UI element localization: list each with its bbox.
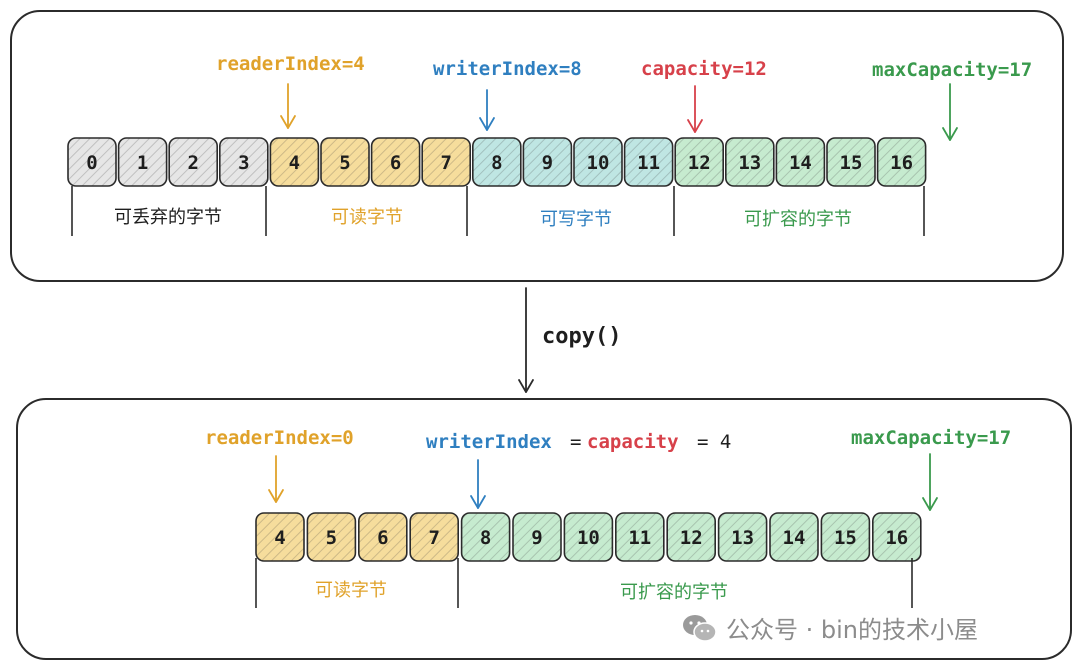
top-cell-2 — [168, 137, 218, 187]
bottom-cell-8 — [460, 512, 511, 562]
top-cell-label-11: 11 — [637, 152, 660, 174]
top-cell-8 — [471, 137, 522, 187]
bottom-capacity-label: capacity — [587, 431, 679, 453]
top-cell-14 — [775, 137, 826, 187]
top-cell-label-5: 5 — [339, 152, 350, 174]
bottom-cell-label-11: 11 — [628, 527, 651, 549]
top-cell-10 — [573, 137, 623, 187]
top-cell-label-6: 6 — [390, 152, 401, 174]
top-cell-9 — [522, 137, 573, 187]
bottom-cell-label-7: 7 — [428, 527, 439, 549]
top-cell-1 — [117, 137, 168, 187]
bottom-region-readable: 可读字节 — [315, 580, 387, 601]
top-cell-12 — [674, 137, 725, 187]
top-cell-label-2: 2 — [187, 152, 198, 174]
bottom-cell-13 — [717, 512, 768, 562]
top-reader-index-label: readerIndex=4 — [216, 53, 365, 75]
top-cell-3 — [219, 137, 269, 187]
bottom-max-capacity-label: maxCapacity=17 — [851, 427, 1012, 449]
top-region-discardable: 可丢弃的字节 — [114, 207, 222, 228]
bottom-writer-arrow-head — [470, 495, 486, 509]
bottom-cell-label-9: 9 — [531, 527, 542, 549]
bottom-max-capacity-arrow-head — [922, 497, 938, 511]
top-max-capacity-arrow-head — [942, 127, 958, 141]
top-cell-label-8: 8 — [491, 152, 502, 174]
top-cell-4 — [269, 137, 320, 187]
top-cell-label-15: 15 — [840, 152, 863, 174]
bottom-writer-index-label: writerIndex — [426, 431, 552, 453]
original-buffer-panel — [10, 10, 1064, 282]
top-region-writable: 可写字节 — [540, 209, 612, 230]
bottom-equals-sign: = — [570, 431, 582, 453]
top-cell-label-1: 1 — [137, 152, 148, 174]
top-cell-label-3: 3 — [238, 152, 249, 174]
bottom-cell-label-12: 12 — [680, 527, 703, 549]
top-cell-13 — [724, 137, 775, 187]
top-cell-6 — [370, 137, 421, 187]
top-max-capacity-label: maxCapacity=17 — [872, 59, 1033, 81]
watermark: 公众号 · bin的技术小屋 — [680, 610, 978, 645]
top-cell-label-14: 14 — [789, 152, 812, 174]
bottom-cell-5 — [306, 512, 357, 562]
bottom-cell-15 — [820, 512, 871, 562]
copied-buffer-panel — [16, 398, 1072, 660]
bottom-cell-4 — [255, 512, 305, 562]
wechat-icon — [683, 614, 717, 642]
top-region-readable: 可读字节 — [331, 207, 403, 228]
bottom-cell-label-14: 14 — [783, 527, 806, 549]
top-cell-label-0: 0 — [86, 152, 97, 174]
bottom-reader-index-label: readerIndex=0 — [205, 427, 354, 449]
copy-operation-label: copy() — [542, 324, 622, 349]
bottom-cell-label-4: 4 — [274, 527, 285, 549]
top-cell-7 — [421, 137, 472, 187]
bottom-cell-16 — [871, 512, 922, 562]
top-cell-label-7: 7 — [440, 152, 451, 174]
bottom-cell-11 — [614, 512, 665, 562]
bottom-cell-label-5: 5 — [326, 527, 337, 549]
bottom-cell-label-13: 13 — [731, 527, 754, 549]
bottom-cell-14 — [769, 512, 819, 562]
bottom-cell-10 — [563, 512, 614, 562]
copy-arrow-head — [518, 379, 534, 393]
top-region-expandable: 可扩容的字节 — [744, 209, 852, 230]
top-cell-label-16: 16 — [890, 152, 913, 174]
bottom-cell-9 — [512, 512, 562, 562]
top-cell-15 — [826, 137, 876, 187]
top-cell-16 — [876, 137, 927, 187]
bottom-region-expandable: 可扩容的字节 — [620, 582, 728, 603]
bottom-cell-6 — [357, 512, 408, 562]
bottom-cell-label-6: 6 — [377, 527, 388, 549]
bottom-cell-label-10: 10 — [577, 527, 600, 549]
bottom-cell-label-16: 16 — [885, 527, 908, 549]
watermark-text: 公众号 · bin的技术小屋 — [726, 616, 978, 644]
top-capacity-label: capacity=12 — [641, 58, 767, 80]
top-writer-index-label: writerIndex=8 — [433, 58, 582, 80]
top-cell-5 — [320, 137, 370, 187]
top-cell-label-9: 9 — [542, 152, 553, 174]
top-reader-arrow-head — [280, 115, 296, 129]
bottom-cell-label-8: 8 — [480, 527, 491, 549]
bottom-reader-arrow-head — [268, 489, 284, 503]
top-cell-0 — [67, 137, 117, 187]
top-capacity-arrow-head — [687, 119, 703, 133]
bottom-cell-7 — [409, 512, 460, 562]
top-writer-arrow-head — [479, 117, 495, 131]
top-cell-label-4: 4 — [289, 152, 300, 174]
bottom-cell-label-15: 15 — [834, 527, 857, 549]
top-cell-label-12: 12 — [688, 152, 711, 174]
bottom-capacity-value: = 4 — [697, 431, 732, 453]
top-cell-label-10: 10 — [587, 152, 610, 174]
top-cell-label-13: 13 — [738, 152, 761, 174]
top-cell-11 — [623, 137, 674, 187]
bottom-cell-12 — [666, 512, 717, 562]
